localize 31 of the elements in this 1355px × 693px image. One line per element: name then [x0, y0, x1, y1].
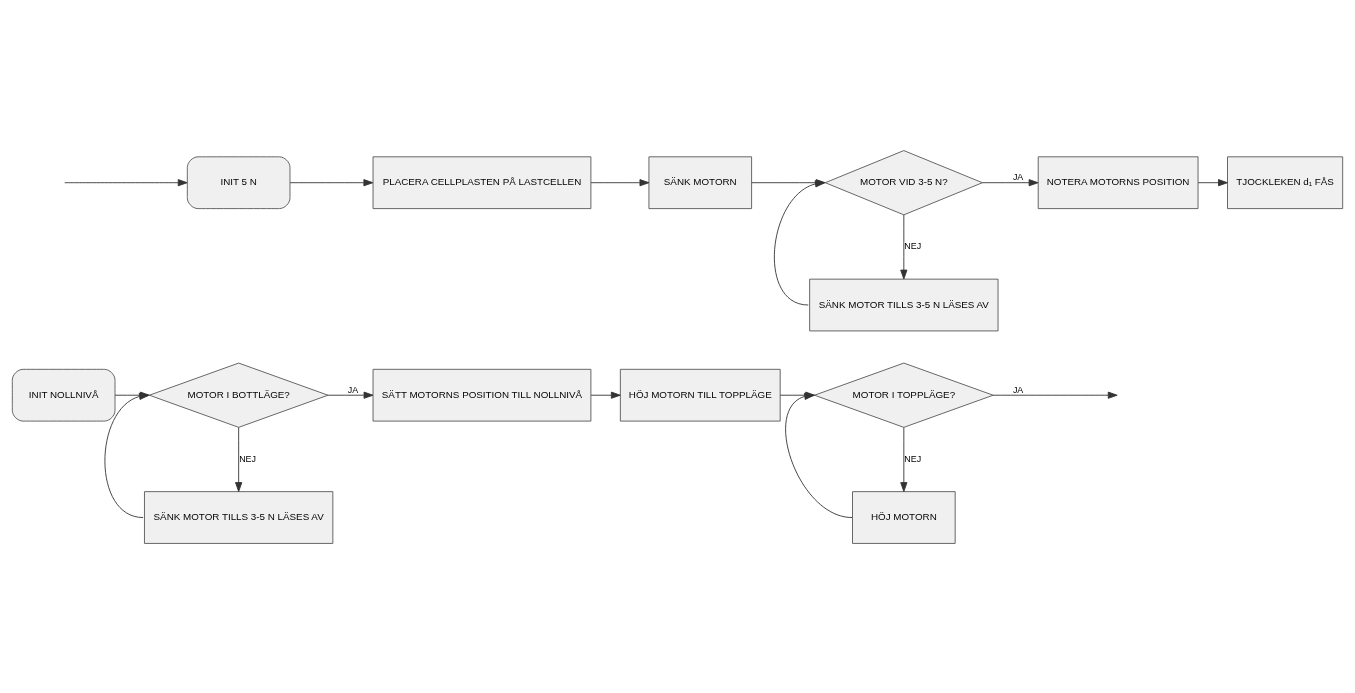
edge-label: NEJ: [239, 453, 256, 464]
node-box: HÖJ MOTORN: [852, 490, 956, 544]
arrow: [64, 178, 188, 186]
arrow: [235, 426, 243, 492]
node-diamond: MOTOR VID 3-5 N?: [824, 149, 983, 215]
edge-label: JA: [347, 384, 359, 395]
node-diamond: MOTOR I BOTTLÄGE?: [148, 362, 329, 428]
node-box: SÄNK MOTORN: [648, 155, 753, 209]
node-box: SÄNK MOTOR TILLS 3-5 N LÄSES AV: [809, 278, 999, 331]
arrow: [590, 178, 650, 186]
edge-label: JA: [1012, 171, 1024, 182]
node-box: INIT 5 N: [186, 155, 291, 209]
edge-label: JA: [1012, 384, 1024, 395]
arrow: [900, 214, 908, 279]
node-box: SÄNK MOTOR TILLS 3-5 N LÄSES AV: [144, 490, 334, 544]
node-diamond: MOTOR I TOPPLÄGE?: [814, 362, 994, 428]
arrow: [590, 391, 621, 399]
node-box: HÖJ MOTORN TILL TOPPLÄGE: [619, 368, 781, 422]
edge-label: NEJ: [904, 240, 922, 251]
arrow: [981, 178, 1039, 186]
node-box: TJOCKLEKEN d₁ FÅS: [1227, 155, 1344, 209]
edge-label: NEJ: [904, 453, 922, 464]
node-box: INIT NOLLNIVÅ: [11, 368, 116, 422]
arrow: [992, 391, 1118, 399]
node-box: NOTERA MOTORNS POSITION: [1037, 155, 1199, 209]
node-box: SÄTT MOTORNS POSITION TILL NOLLNIVÅ: [372, 368, 592, 422]
node-box: PLACERA CELLPLASTEN PÅ LASTCELLEN: [372, 155, 592, 209]
arrow: [900, 426, 908, 492]
arrow: [1197, 178, 1228, 186]
arrow: [327, 391, 374, 399]
arrow: [289, 178, 374, 186]
